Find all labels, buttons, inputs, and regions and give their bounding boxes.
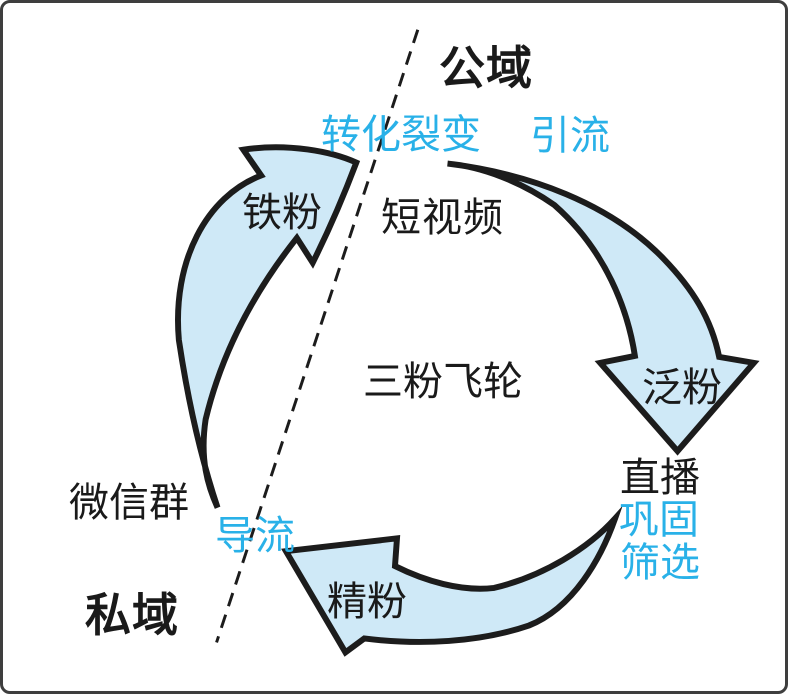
arrow-general-fan xyxy=(447,160,760,456)
step-convert-fission-label: 转化裂变 xyxy=(321,112,481,157)
node-live-stream-label: 直播 xyxy=(620,455,700,500)
fan-iron-label: 铁粉 xyxy=(242,190,322,235)
public-private-divider-line xyxy=(215,29,420,643)
zone-public-label: 公域 xyxy=(439,42,533,94)
arrow-iron-fan xyxy=(175,144,361,509)
step-filter-label: 筛选 xyxy=(620,540,700,585)
step-consolidate-label: 巩固 xyxy=(619,497,699,542)
fan-refined-label: 精粉 xyxy=(327,579,407,624)
zone-private-label: 私域 xyxy=(85,589,179,641)
center-title: 三粉飞轮 xyxy=(363,359,523,404)
step-attract-label: 引流 xyxy=(530,113,610,158)
node-wechat-group-label: 微信群 xyxy=(69,480,189,525)
node-short-video-label: 短视频 xyxy=(381,195,504,240)
step-divert-label: 导流 xyxy=(215,513,295,558)
fan-general-label: 泛粉 xyxy=(642,365,722,410)
flywheel-arrows-graphic xyxy=(175,29,760,657)
arrow-refined-fan xyxy=(281,505,623,657)
